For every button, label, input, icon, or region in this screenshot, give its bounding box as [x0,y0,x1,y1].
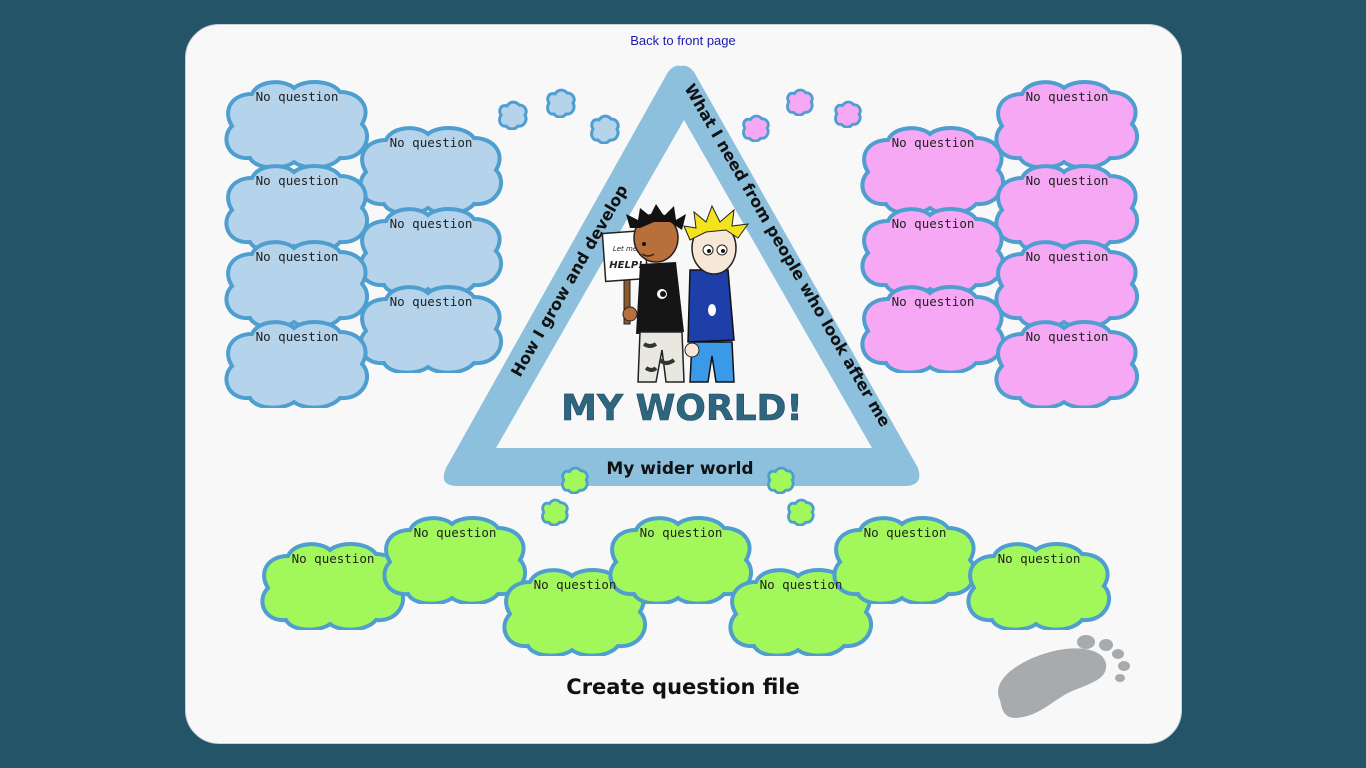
blue-cloud-label[interactable]: No question [255,89,339,104]
green-cloud-label[interactable]: No question [759,577,843,592]
sign-line1: Let me [613,245,637,253]
green-cloud-label[interactable]: No question [291,551,375,566]
blond-boy-icon [683,204,750,383]
blue-cloud-label[interactable]: No question [389,294,473,309]
pink-cloud-label[interactable]: No question [1025,173,1109,188]
back-link-container: Back to front page [0,33,1366,48]
green-cloud-label[interactable]: No question [863,525,947,540]
create-file-container: Create question file [0,675,1366,699]
create-question-file-button[interactable]: Create question file [566,675,800,699]
pink-thought-puff [742,114,770,142]
pink-cloud-label[interactable]: No question [891,216,975,231]
green-cloud-label[interactable]: No question [533,577,617,592]
green-cloud-label[interactable]: No question [639,525,723,540]
green-thought-puff [767,466,795,494]
green-thought-puff [541,498,569,526]
green-thought-puff [787,498,815,526]
blue-cloud-label[interactable]: No question [389,216,473,231]
triangle-frame [443,65,920,486]
pink-cloud-label[interactable]: No question [1025,89,1109,104]
green-thought-puff [561,466,589,494]
blue-cloud-label[interactable]: No question [255,173,339,188]
blue-cloud-label[interactable]: No question [255,249,339,264]
green-cloud-label[interactable]: No question [413,525,497,540]
pink-cloud-label[interactable]: No question [891,294,975,309]
page-title: MY WORLD! [561,388,803,429]
blue-thought-puff [498,100,528,130]
blue-thought-puff [590,114,620,144]
pink-thought-puff [786,88,814,116]
sign-line2: HELP! [609,260,642,271]
back-to-front-page-link[interactable]: Back to front page [630,33,736,48]
triangle-bottom-label: My wider world [606,459,753,479]
boy-with-sign-icon: Let me HELP! [601,204,686,383]
footprint-icon [998,635,1130,718]
blue-cloud-label[interactable]: No question [255,329,339,344]
pink-cloud-label[interactable]: No question [891,135,975,150]
pink-cloud-label[interactable]: No question [1025,249,1109,264]
pink-thought-puff [834,100,862,128]
blue-cloud-label[interactable]: No question [389,135,473,150]
pink-cloud-label[interactable]: No question [1025,329,1109,344]
green-cloud-label[interactable]: No question [997,551,1081,566]
blue-thought-puff [546,88,576,118]
